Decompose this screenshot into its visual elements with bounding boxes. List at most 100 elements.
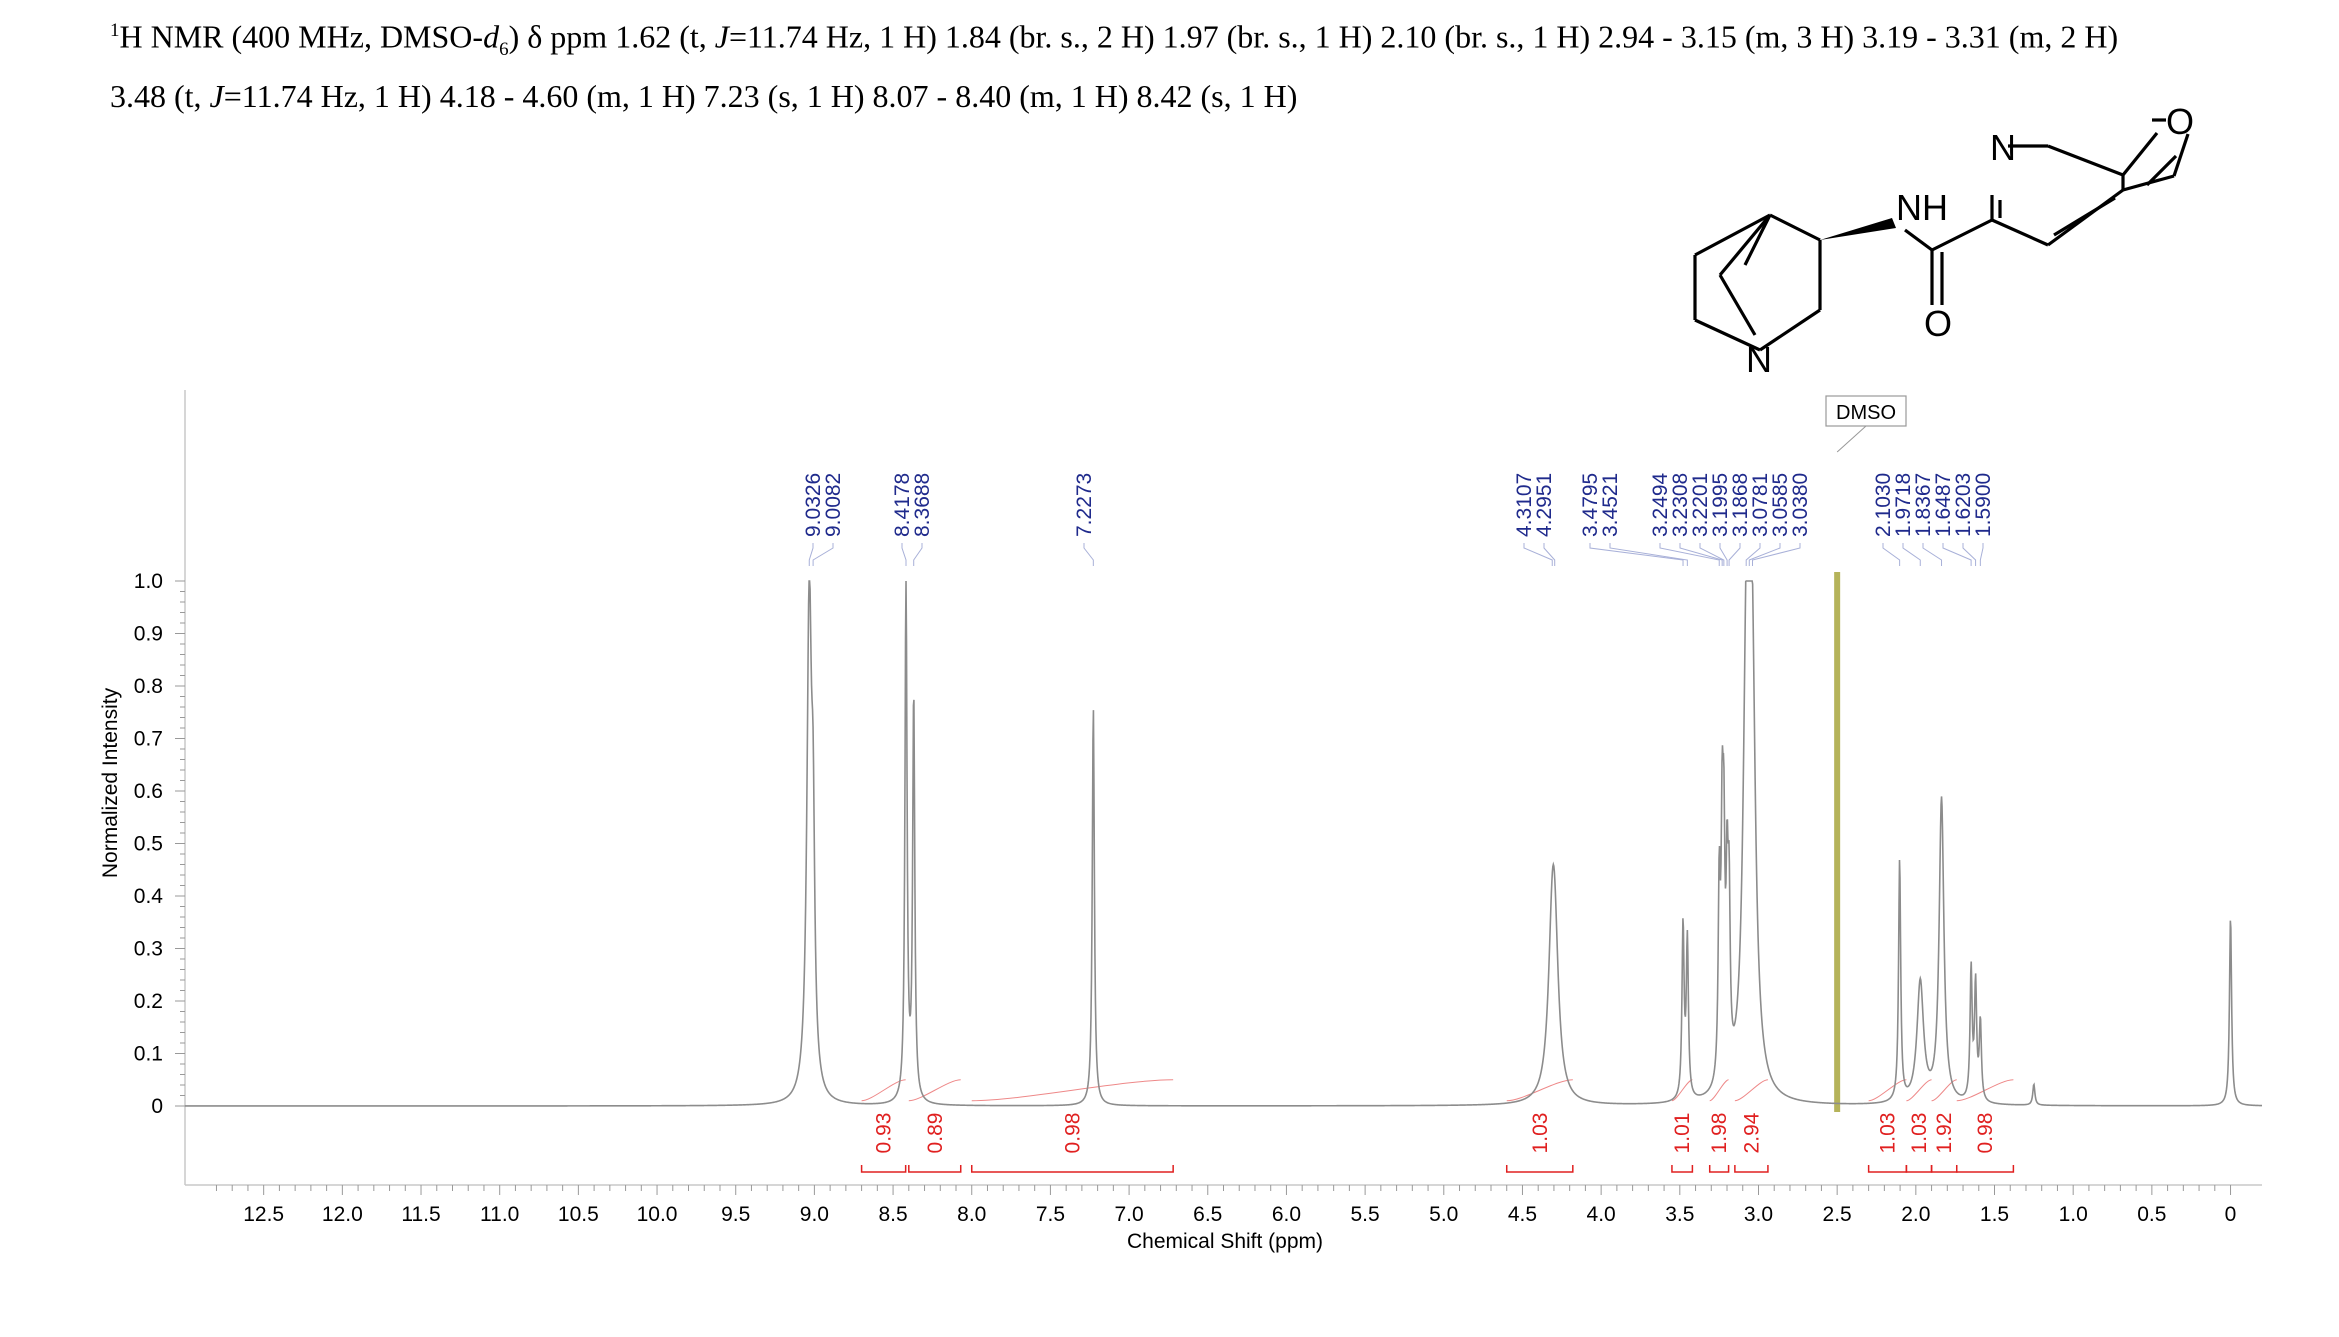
- x-tick-label: 5.0: [1429, 1203, 1458, 1226]
- integral-value: 1.03: [1529, 1113, 1552, 1154]
- text-segment: =11.74 Hz, 1 H) 1.84 (br. s., 2 H) 1.97 …: [728, 18, 2119, 55]
- nmr-description-line-1: 1H NMR (400 MHz, DMSO-d6) δ ppm 1.62 (t,…: [110, 8, 2310, 73]
- peak-label-leader: [1902, 543, 1921, 566]
- y-tick-label: 0.7: [134, 728, 163, 751]
- integral-value: 0.98: [1974, 1113, 1997, 1154]
- integral-curve: [1956, 1079, 2014, 1102]
- y-tick-label: 1.0: [134, 570, 163, 593]
- integral-value: 0.98: [1061, 1113, 1084, 1154]
- peak-label: 3.2308: [1669, 473, 1692, 537]
- peak-label: 3.1868: [1729, 473, 1752, 537]
- peak-label: 2.1030: [1872, 473, 1895, 537]
- peak-label: 8.4178: [891, 473, 914, 537]
- x-tick-label: 2.0: [1901, 1203, 1930, 1226]
- peak-label: 3.0380: [1789, 473, 1812, 537]
- peak-label: 9.0326: [802, 473, 825, 537]
- x-tick-label: 0: [2225, 1203, 2237, 1226]
- integral-bracket: [1708, 1165, 1730, 1173]
- peak-label-leader: [901, 543, 907, 566]
- x-tick-label: 11.5: [401, 1203, 440, 1226]
- peak-label-leader: [1962, 543, 1977, 566]
- dmso-label: DMSO: [1836, 402, 1896, 424]
- peak-label-leader: [808, 543, 814, 566]
- peak-label: 3.1995: [1709, 473, 1732, 537]
- peak-label-leader: [913, 543, 923, 566]
- peak-label-leader: [1752, 543, 1801, 566]
- y-tick-label: 0.1: [134, 1043, 163, 1066]
- spectrum-trace: [185, 580, 2263, 1107]
- integral-value: 1.01: [1671, 1113, 1694, 1154]
- peak-label-leader: [1728, 543, 1741, 566]
- atom-label-n-pyridine: N: [1990, 127, 2016, 168]
- peak-label-leader: [1609, 543, 1688, 566]
- text-segment: =11.74 Hz, 1 H) 4.18 - 4.60 (m, 1 H) 7.2…: [223, 78, 1298, 115]
- x-tick-label: 4.0: [1587, 1203, 1616, 1226]
- integral-curve: [861, 1079, 906, 1102]
- peak-label-leader: [1942, 543, 1972, 566]
- integral-curve: [1506, 1079, 1573, 1102]
- x-tick-label: 6.5: [1193, 1203, 1222, 1226]
- nmr-description-line-2: 3.48 (t, J=11.74 Hz, 1 H) 4.18 - 4.60 (m…: [110, 73, 2310, 119]
- atom-label-nh: NH: [1896, 187, 1948, 228]
- x-tick-label: 10.5: [558, 1203, 599, 1226]
- integral-value: 1.03: [1877, 1113, 1900, 1154]
- integral-curve: [1906, 1079, 1932, 1102]
- integral-value: 1.03: [1908, 1113, 1931, 1154]
- integral-bracket: [1505, 1165, 1574, 1173]
- integral-bracket: [860, 1165, 907, 1173]
- peak-label: 3.4795: [1579, 473, 1602, 537]
- peak-label-leader: [1523, 543, 1553, 566]
- peak-label: 1.6203: [1952, 473, 1975, 537]
- integral-value: 0.93: [873, 1113, 896, 1154]
- peak-label: 3.0781: [1749, 473, 1772, 537]
- x-tick-label: 5.5: [1351, 1203, 1380, 1226]
- y-tick-label: 0.9: [134, 623, 163, 646]
- text-segment: 3.48 (t,: [110, 78, 210, 115]
- peak-label: 1.9718: [1892, 473, 1915, 537]
- peak-label-leader: [1083, 543, 1094, 566]
- peak-label: 1.6487: [1932, 473, 1955, 537]
- y-tick-label: 0.8: [134, 675, 163, 698]
- integral-value: 2.94: [1740, 1112, 1763, 1153]
- peak-label-leader: [1589, 543, 1684, 566]
- integral-value: 0.89: [924, 1113, 947, 1154]
- peak-label: 4.2951: [1533, 473, 1556, 537]
- peak-label-leader: [812, 543, 834, 566]
- y-tick-label: 0.3: [134, 938, 163, 961]
- x-tick-label: 7.0: [1114, 1203, 1143, 1226]
- peak-label: 7.2273: [1073, 473, 1096, 537]
- text-segment: H NMR (400 MHz, DMSO-: [119, 18, 484, 55]
- integral-value: 1.92: [1933, 1113, 1956, 1154]
- peak-label: 3.2201: [1689, 473, 1712, 537]
- peak-label-leader: [1922, 543, 1943, 566]
- nucleus-superscript: 1: [110, 20, 120, 41]
- peak-label: 1.5900: [1972, 473, 1995, 537]
- x-tick-label: 3.5: [1665, 1203, 1694, 1226]
- x-tick-label: 11.0: [480, 1203, 519, 1226]
- peak-label: 9.0082: [822, 473, 845, 537]
- y-tick-label: 0.6: [134, 780, 163, 803]
- x-tick-label: 1.0: [2059, 1203, 2088, 1226]
- y-tick-label: 0: [151, 1095, 163, 1118]
- nmr-description: 1H NMR (400 MHz, DMSO-d6) δ ppm 1.62 (t,…: [110, 8, 2310, 119]
- integral-curve: [1709, 1079, 1729, 1102]
- x-tick-label: 9.5: [721, 1203, 750, 1226]
- peak-label-leader: [1659, 543, 1720, 566]
- integral-bracket: [1734, 1165, 1769, 1173]
- peak-label-leader: [1699, 543, 1725, 566]
- peak-label-leader: [1979, 543, 1984, 566]
- molecule-structure: O N NH O N: [1693, 101, 2194, 380]
- x-tick-label: 1.5: [1980, 1203, 2009, 1226]
- peak-label-leader: [1882, 543, 1901, 566]
- y-tick-label: 0.2: [134, 990, 163, 1013]
- dmso-label-box: [1825, 395, 1907, 427]
- integral-bracket: [1955, 1165, 2015, 1173]
- integral-curve: [908, 1079, 961, 1102]
- x-tick-label: 10.0: [637, 1203, 678, 1226]
- spectrum-line: [185, 580, 2263, 1107]
- peak-label: 3.4521: [1599, 473, 1622, 537]
- integral-bracket: [1930, 1165, 1958, 1173]
